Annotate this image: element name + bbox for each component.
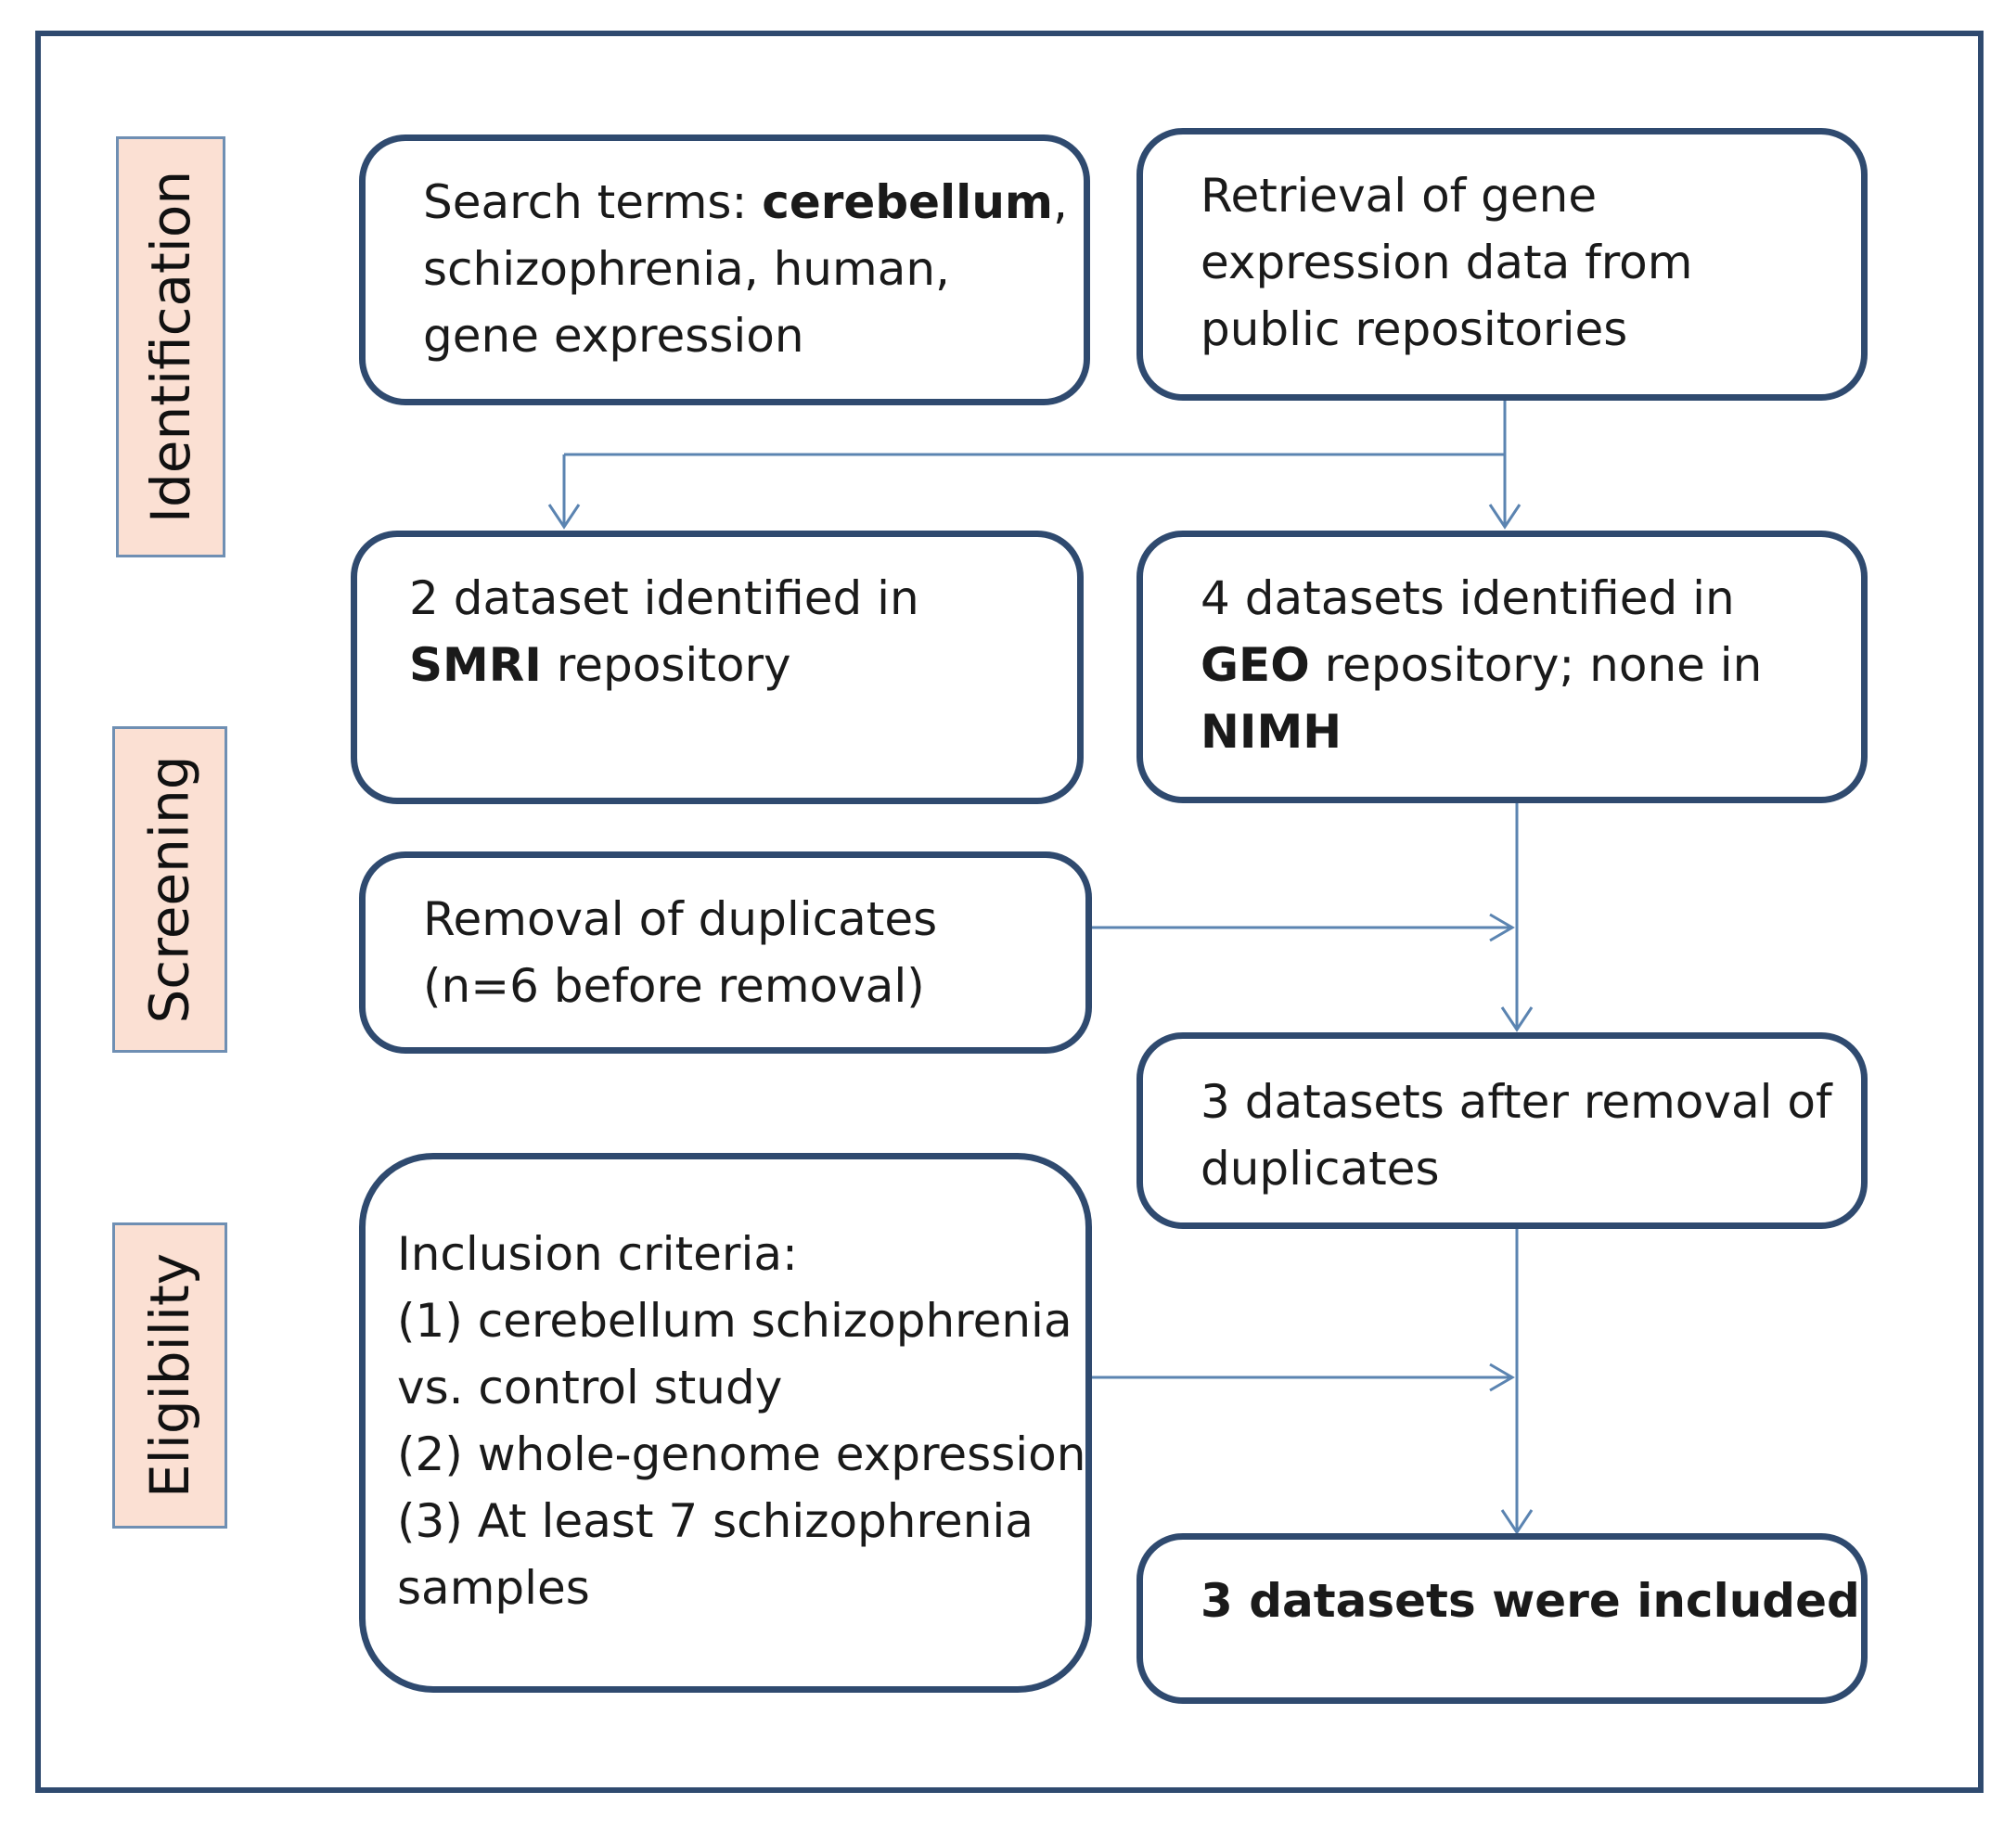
inclusion-criteria-box: Inclusion criteria: (1) cerebellum schiz…	[359, 1153, 1092, 1693]
geo-line2: GEO repository; none in	[1201, 632, 1861, 698]
search-terms-prefix: Search terms:	[423, 175, 763, 229]
inclusion-line6: samples	[397, 1561, 590, 1615]
diagram-frame	[35, 31, 1984, 1793]
arrowhead-to-after-removal	[1500, 1006, 1534, 1032]
smri-line1: 2 dataset identified in	[409, 571, 919, 625]
search-terms-line3: gene expression	[423, 309, 804, 363]
after-removal-line2: duplicates	[1201, 1142, 1440, 1196]
smri-repo-suffix: repository	[541, 638, 791, 692]
retrieval-box: Retrieval of gene expression data from p…	[1136, 128, 1868, 401]
search-term-cerebellum: cerebellum	[762, 175, 1054, 229]
inclusion-line5: (3) At least 7 schizophrenia	[397, 1494, 1034, 1548]
datasets-included-box: 3 datasets were included	[1136, 1533, 1868, 1704]
geo-line1: 4 datasets identified in	[1201, 571, 1735, 625]
geo-line3: NIMH	[1201, 698, 1861, 765]
arrowhead-inclusion	[1489, 1363, 1515, 1392]
stage-screening: Screening	[112, 726, 227, 1053]
arrowhead-to-smri	[547, 504, 581, 530]
removal-of-duplicates-box: Removal of duplicates (n=6 before remova…	[359, 851, 1092, 1054]
retrieval-line1: Retrieval of gene	[1201, 169, 1598, 223]
smri-datasets-box: 2 dataset identified in SMRI repository	[351, 531, 1084, 804]
geo-datasets-box: 4 datasets identified in GEO repository;…	[1136, 531, 1868, 803]
geo-repo-name: GEO	[1201, 638, 1310, 692]
inclusion-line4: (2) whole-genome expression	[397, 1427, 1086, 1481]
after-removal-line1: 3 datasets after removal of	[1201, 1075, 1832, 1129]
arrowhead-duplicates	[1489, 913, 1515, 942]
retrieval-line3: public repositories	[1201, 302, 1628, 356]
after-removal-box: 3 datasets after removal of duplicates	[1136, 1032, 1868, 1229]
duplicates-line2: (n=6 before removal)	[423, 959, 925, 1013]
inclusion-line2: (1) cerebellum schizophrenia	[397, 1294, 1072, 1348]
search-terms-comma: ,	[1053, 175, 1068, 229]
duplicates-line1: Removal of duplicates	[423, 892, 938, 946]
retrieval-line2: expression data from	[1201, 236, 1693, 289]
geo-repo-mid: repository; none in	[1309, 638, 1763, 692]
included-text: 3 datasets were included	[1201, 1574, 1860, 1628]
search-terms-line2: schizophrenia, human,	[423, 242, 950, 296]
arrowhead-to-included	[1500, 1509, 1534, 1535]
smri-repo-name: SMRI	[409, 638, 542, 692]
inclusion-line3: vs. control study	[397, 1361, 783, 1414]
stage-identification: Identification	[116, 136, 225, 557]
nimh-repo-name: NIMH	[1201, 705, 1342, 759]
smri-line2: SMRI repository	[409, 632, 1077, 698]
search-terms-box: Search terms: cerebellum, schizophrenia,…	[359, 134, 1090, 405]
stage-eligibility: Eligibility	[112, 1222, 227, 1529]
inclusion-line1: Inclusion criteria:	[397, 1227, 798, 1281]
arrowhead-to-geo	[1488, 504, 1522, 530]
search-terms-line1: Search terms: cerebellum,	[423, 169, 1084, 236]
